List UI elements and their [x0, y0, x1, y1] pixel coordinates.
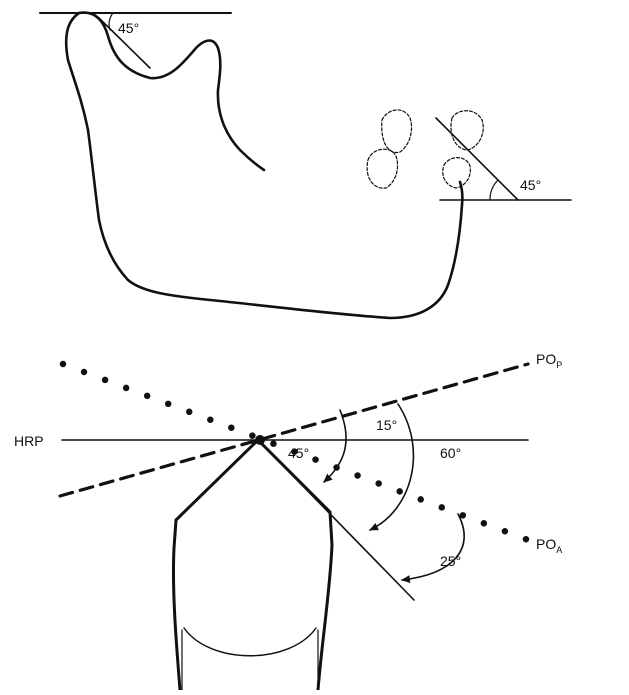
cusp-contact-point — [255, 435, 265, 445]
anterior-plane-line — [59, 360, 532, 544]
molar-tooth-back-lower — [442, 157, 471, 189]
incisor-angle-label: 45° — [118, 20, 139, 36]
tooth-neck-curve — [183, 627, 317, 657]
angle-arc-25 — [401, 513, 465, 584]
incisor-angle-arc — [108, 12, 114, 31]
molar-tooth-back-upper — [450, 110, 484, 151]
occlusal-plane-diagram: HRP POP POA 15° 45° 60° 25° — [14, 351, 562, 692]
posterior-plane-line — [58, 362, 530, 498]
condyle-outline — [77, 11, 266, 172]
molar-angle-label: 45° — [520, 177, 541, 193]
tooth-crown-outline — [171, 438, 334, 692]
mandible-outline — [64, 11, 464, 320]
molar-tooth-lower — [366, 148, 399, 189]
angle-arc-60 — [369, 403, 415, 531]
angle-label-60: 60° — [440, 445, 461, 461]
hrp-label: HRP — [14, 433, 44, 449]
po-a-label: POA — [536, 536, 562, 555]
cusp-incline-line — [257, 439, 415, 601]
angle-arc-15 — [323, 409, 347, 483]
mandible-diagram: 45° 45° — [39, 11, 572, 320]
condyle-axis-line — [98, 17, 151, 69]
molar-tooth-upper — [381, 109, 413, 154]
angle-label-15: 15° — [376, 417, 397, 433]
molar-axis-line — [435, 117, 519, 201]
po-p-label: POP — [536, 351, 562, 370]
molar-angle-arc — [489, 179, 499, 201]
angle-label-45: 45° — [288, 445, 309, 461]
angle-label-25: 25° — [440, 553, 461, 569]
